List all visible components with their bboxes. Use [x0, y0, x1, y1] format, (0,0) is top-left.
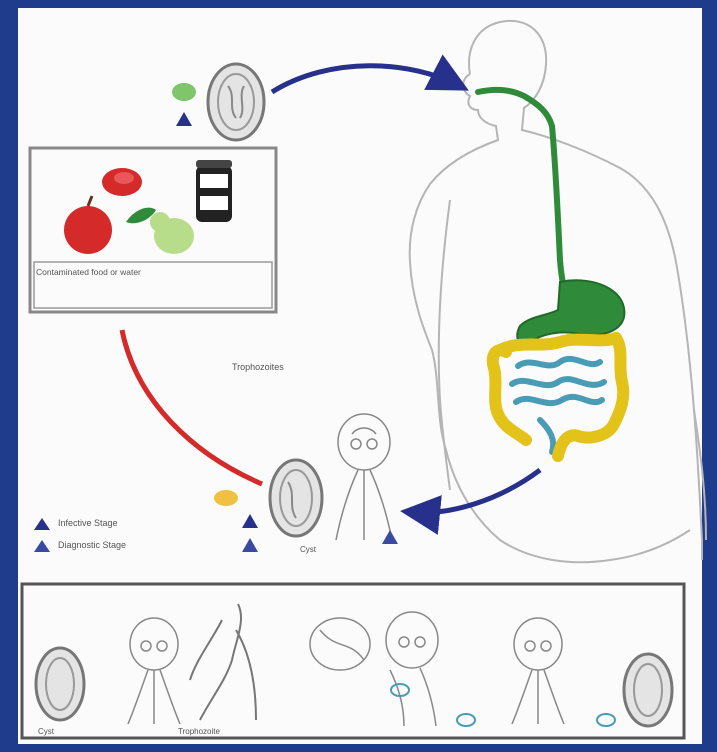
development-strip: [22, 584, 684, 738]
bottom-cyst-left: [36, 648, 84, 720]
infective-stage-icon: [242, 514, 258, 528]
contaminated-food-box: [30, 148, 276, 312]
trophozoite-drawing: [336, 414, 392, 540]
human-body: [410, 21, 706, 562]
legend-infective-label: Infective Stage: [58, 518, 118, 529]
contamination-arrow: [122, 330, 262, 484]
large-intestine: [493, 338, 624, 456]
diagnostic-stage-icon: [242, 538, 258, 552]
bottom-cyst-right: [624, 654, 672, 726]
ingestion-arrow: [272, 66, 460, 92]
strawberry-icon: [102, 168, 142, 196]
legend-diagnostic-icon: [34, 540, 50, 552]
food-particle-icon: [214, 490, 238, 506]
excreted-cyst: [270, 460, 322, 536]
bottom-cyst-label: Cyst: [38, 726, 54, 737]
food-caption: Contaminated food or water: [36, 267, 272, 278]
excretion-arrow: [410, 470, 540, 513]
legend-diagnostic-label: Diagnostic Stage: [58, 540, 126, 551]
food-particle-icon: [172, 83, 196, 101]
digestive-tract: [478, 90, 624, 344]
bottom-trophozoite-label: Trophozoite: [178, 726, 220, 737]
infective-stage-icon: [176, 112, 192, 126]
intestine-annotation: Trophozoites: [232, 362, 368, 373]
diagnostic-stage-icon: [382, 530, 398, 544]
cyst-label: Cyst: [300, 544, 316, 555]
ingested-cyst: [208, 64, 264, 140]
jar-icon: [196, 160, 232, 222]
legend-infective-icon: [34, 518, 50, 530]
